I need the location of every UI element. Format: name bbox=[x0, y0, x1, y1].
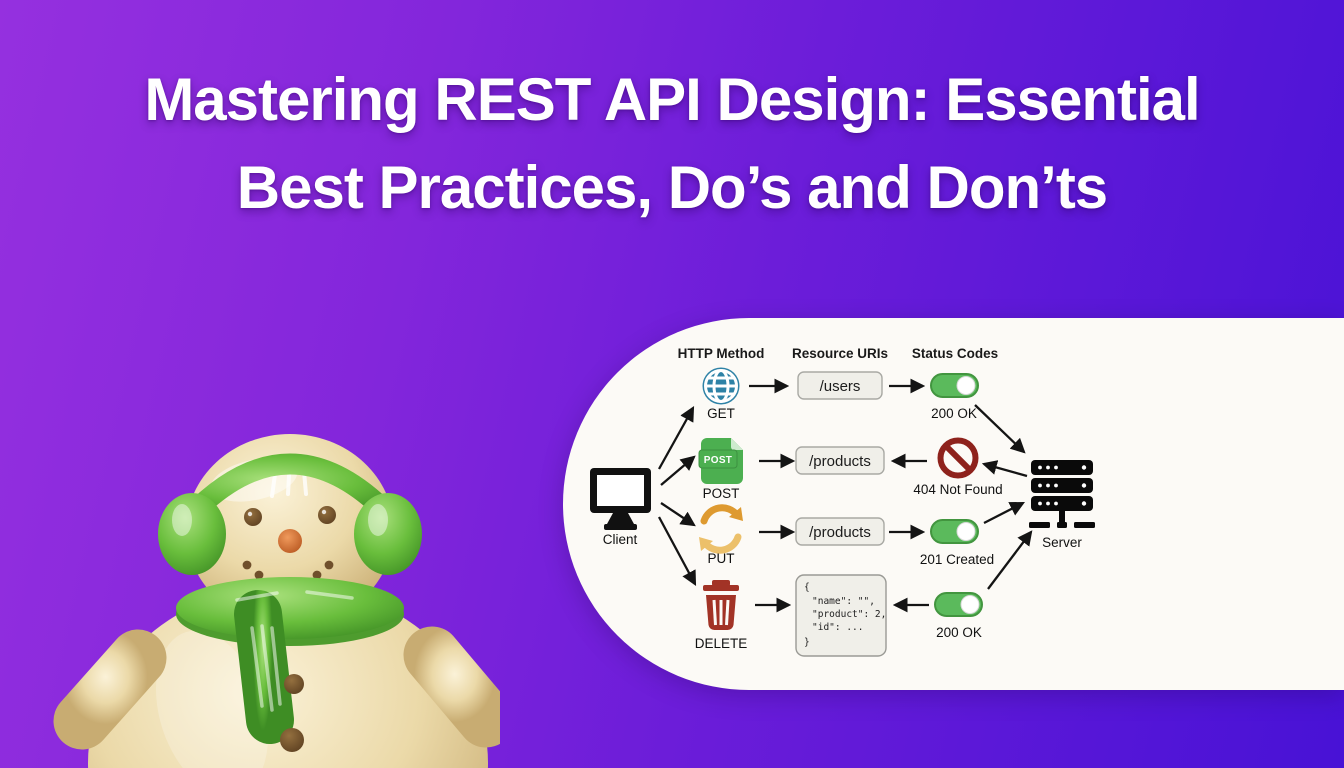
header-status-codes: Status Codes bbox=[912, 346, 998, 361]
no-entry-icon bbox=[937, 437, 979, 479]
json-line-1: { bbox=[804, 582, 810, 593]
uri-box-products-2: /products bbox=[795, 517, 885, 546]
json-line-3: "product": 2, bbox=[812, 609, 886, 620]
snowman-arms bbox=[53, 626, 500, 750]
page-title: Mastering REST API Design: Essential Bes… bbox=[0, 56, 1344, 232]
snowman-buttons bbox=[280, 674, 304, 752]
toggle-on-icon bbox=[930, 373, 979, 398]
toggle-on-icon-2 bbox=[930, 519, 979, 544]
scarf bbox=[176, 577, 404, 744]
monitor-icon bbox=[590, 468, 651, 530]
header-resource-uris: Resource URIs bbox=[792, 346, 888, 361]
client-label: Client bbox=[603, 532, 638, 547]
method-label-delete: DELETE bbox=[695, 636, 748, 651]
headphones bbox=[158, 453, 422, 575]
status-404: 404 Not Found bbox=[913, 482, 1002, 497]
status-201: 201 Created bbox=[920, 552, 994, 567]
server-rack-icon bbox=[1029, 460, 1095, 528]
snowman-face bbox=[242, 506, 336, 589]
uri-box-users: /users bbox=[797, 371, 883, 400]
title-line-1: Mastering REST API Design: Essential bbox=[144, 66, 1200, 133]
json-response-box: { "name": "", "product": 2, "id": ... } bbox=[795, 574, 887, 657]
json-line-5: } bbox=[804, 637, 810, 648]
server-arrows bbox=[974, 404, 1033, 590]
title-line-2: Best Practices, Do’s and Don’ts bbox=[236, 154, 1108, 221]
post-document-icon: POST bbox=[698, 438, 743, 484]
globe-icon bbox=[702, 367, 740, 405]
carrot-nose bbox=[278, 529, 302, 553]
method-label-get: GET bbox=[707, 406, 735, 421]
server-label: Server bbox=[1042, 535, 1082, 550]
post-icon-text: POST bbox=[704, 455, 732, 466]
refresh-icon bbox=[699, 504, 743, 554]
diagram-panel: HTTP Method Resource URIs Status Codes C… bbox=[563, 318, 1344, 690]
status-200-ok-bottom: 200 OK bbox=[936, 625, 982, 640]
uri-products-1: /products bbox=[809, 453, 871, 470]
header-http-method: HTTP Method bbox=[678, 346, 765, 361]
method-label-post: POST bbox=[703, 486, 740, 501]
trash-icon bbox=[703, 580, 739, 631]
toggle-on-icon-3 bbox=[934, 592, 983, 617]
snowman-illustration bbox=[53, 434, 500, 768]
json-line-4: "id": ... bbox=[812, 622, 863, 633]
status-200-ok-top: 200 OK bbox=[931, 406, 977, 421]
uri-users: /users bbox=[820, 378, 861, 395]
rest-api-flow-diagram: HTTP Method Resource URIs Status Codes C… bbox=[590, 346, 1095, 657]
json-line-2: "name": "", bbox=[812, 596, 875, 607]
uri-products-2: /products bbox=[809, 524, 871, 541]
uri-box-products-1: /products bbox=[795, 446, 885, 475]
client-arrows bbox=[657, 406, 697, 586]
method-label-put: PUT bbox=[708, 551, 735, 566]
